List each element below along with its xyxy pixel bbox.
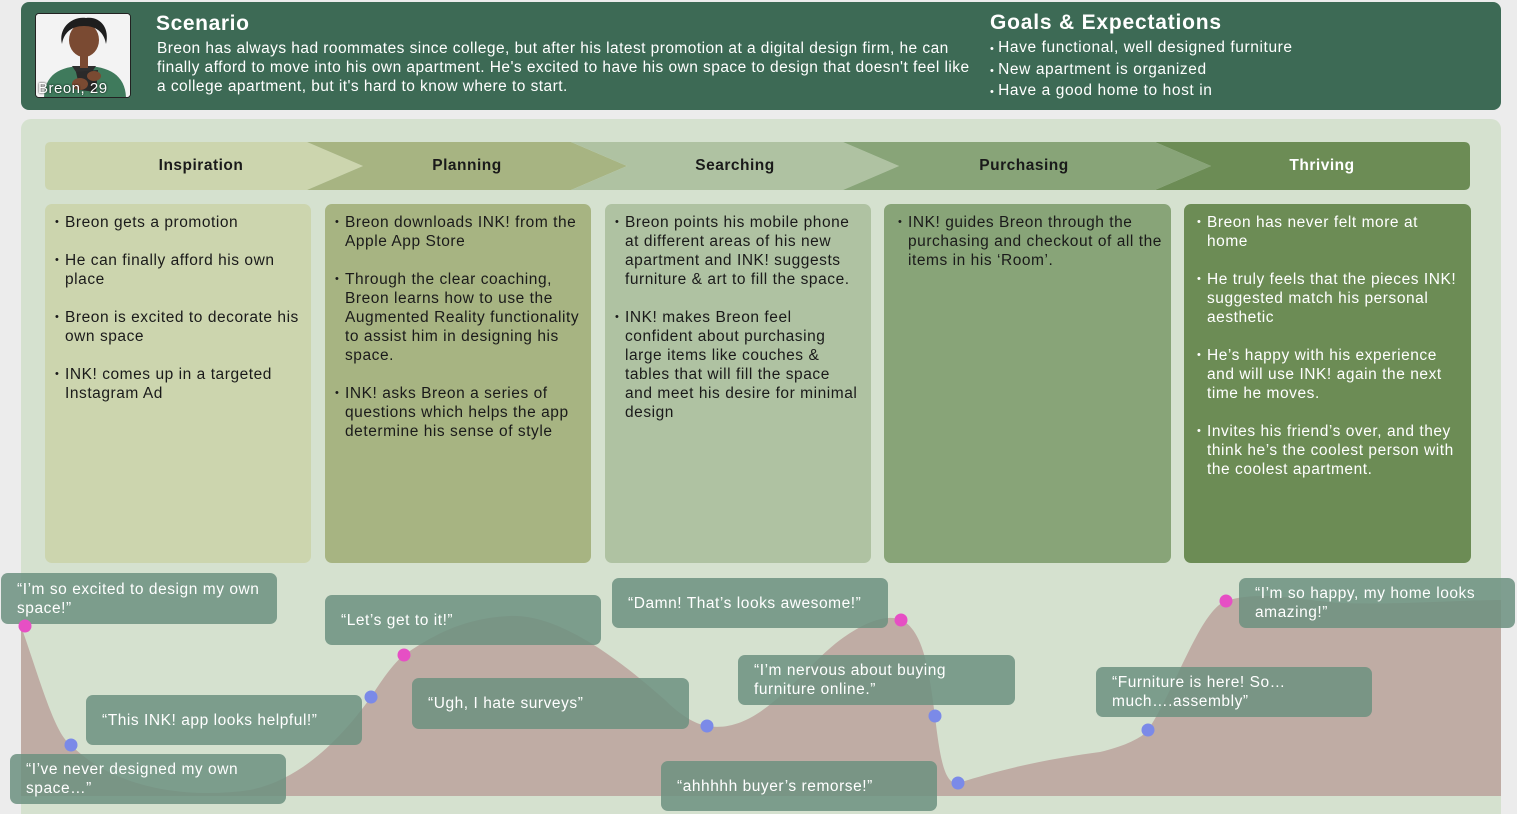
- card-item: Invites his friend’s over, and they thin…: [1197, 422, 1457, 479]
- phase-label-purchasing: Purchasing: [979, 157, 1069, 174]
- card-inspiration: Breon gets a promotion He can finally af…: [45, 204, 311, 563]
- phase-arrow-inspiration: [45, 142, 363, 190]
- card-item: Breon downloads INK! from the Apple App …: [335, 213, 581, 251]
- emotion-point-negative: [64, 738, 78, 752]
- phase-label-thriving: Thriving: [1289, 157, 1355, 174]
- card-item: INK! guides Breon through the purchasing…: [898, 213, 1163, 270]
- emotion-quote: “Ugh, I hate surveys”: [412, 678, 689, 729]
- card-item: INK! makes Breon feel confident about pu…: [615, 308, 861, 422]
- emotion-point-positive: [18, 619, 32, 633]
- goal-item: Have a good home to host in: [990, 81, 1293, 103]
- card-item: Breon is excited to decorate his own spa…: [55, 308, 301, 346]
- card-item: He can finally afford his own place: [55, 251, 301, 289]
- goals-list: Have functional, well designed furniture…: [990, 38, 1293, 103]
- goal-item: New apartment is organized: [990, 60, 1293, 82]
- phase-arrow-searching: [571, 142, 899, 190]
- phase-arrow-thriving: [1155, 142, 1470, 190]
- emotion-point-negative: [951, 776, 965, 790]
- card-searching: Breon points his mobile phone at differe…: [605, 204, 871, 563]
- phase-label-planning: Planning: [432, 157, 502, 174]
- card-item: He’s happy with his experience and will …: [1197, 346, 1457, 403]
- emotion-quote: “I’ve never designed my own space…”: [10, 754, 286, 804]
- emotion-point-positive: [1219, 594, 1233, 608]
- emotion-point-negative: [700, 719, 714, 733]
- card-item: Through the clear coaching, Breon learns…: [335, 270, 581, 365]
- persona-name: Breon, 29: [38, 80, 108, 97]
- card-item: Breon has never felt more at home: [1197, 213, 1457, 251]
- scenario-header: Breon, 29 Scenario Breon has always had …: [21, 2, 1501, 110]
- goal-item: Have functional, well designed furniture: [990, 38, 1293, 60]
- card-purchasing: INK! guides Breon through the purchasing…: [884, 204, 1171, 563]
- emotion-point-negative: [928, 709, 942, 723]
- card-item: He truly feels that the pieces INK! sugg…: [1197, 270, 1457, 327]
- emotion-point-negative: [1141, 723, 1155, 737]
- persona-avatar: Breon, 29: [35, 13, 131, 98]
- emotion-quote: “ahhhhh buyer’s remorse!”: [661, 761, 937, 811]
- emotion-quote: “Damn! That’s looks awesome!”: [612, 578, 888, 628]
- avatar-illustration-icon: [36, 14, 130, 97]
- emotion-point-negative: [364, 690, 378, 704]
- scenario-text: Breon has always had roommates since col…: [157, 40, 970, 95]
- scenario-title: Scenario: [156, 12, 250, 35]
- card-item: Breon gets a promotion: [55, 213, 301, 232]
- card-planning: Breon downloads INK! from the Apple App …: [325, 204, 591, 563]
- emotion-quote: “I’m so happy, my home looks amazing!”: [1239, 578, 1515, 628]
- emotion-quote: “I’m so excited to design my own space!”: [1, 573, 277, 624]
- phase-label-inspiration: Inspiration: [158, 157, 244, 174]
- phase-label-searching: Searching: [695, 157, 775, 174]
- card-thriving: Breon has never felt more at home He tru…: [1184, 204, 1471, 563]
- emotion-curve-area: [21, 595, 1501, 796]
- goals-title: Goals & Expectations: [990, 11, 1222, 34]
- emotion-quote: “Let’s get to it!”: [325, 595, 601, 645]
- emotion-quote: “I’m nervous about buying furniture onli…: [738, 655, 1015, 705]
- phase-arrows: [45, 142, 1470, 190]
- phase-arrow-purchasing: [843, 142, 1211, 190]
- card-item: INK! asks Breon a series of questions wh…: [335, 384, 581, 441]
- emotion-point-positive: [894, 613, 908, 627]
- card-item: Breon points his mobile phone at differe…: [615, 213, 861, 289]
- card-item: INK! comes up in a targeted Instagram Ad: [55, 365, 301, 403]
- emotion-quote: “Furniture is here! So…much….assembly”: [1096, 667, 1372, 717]
- emotion-point-positive: [397, 648, 411, 662]
- phase-bar: Inspiration Planning Searching Purchasin…: [45, 142, 1470, 190]
- emotion-quote: “This INK! app looks helpful!”: [86, 695, 362, 745]
- phase-arrow-planning: [307, 142, 627, 190]
